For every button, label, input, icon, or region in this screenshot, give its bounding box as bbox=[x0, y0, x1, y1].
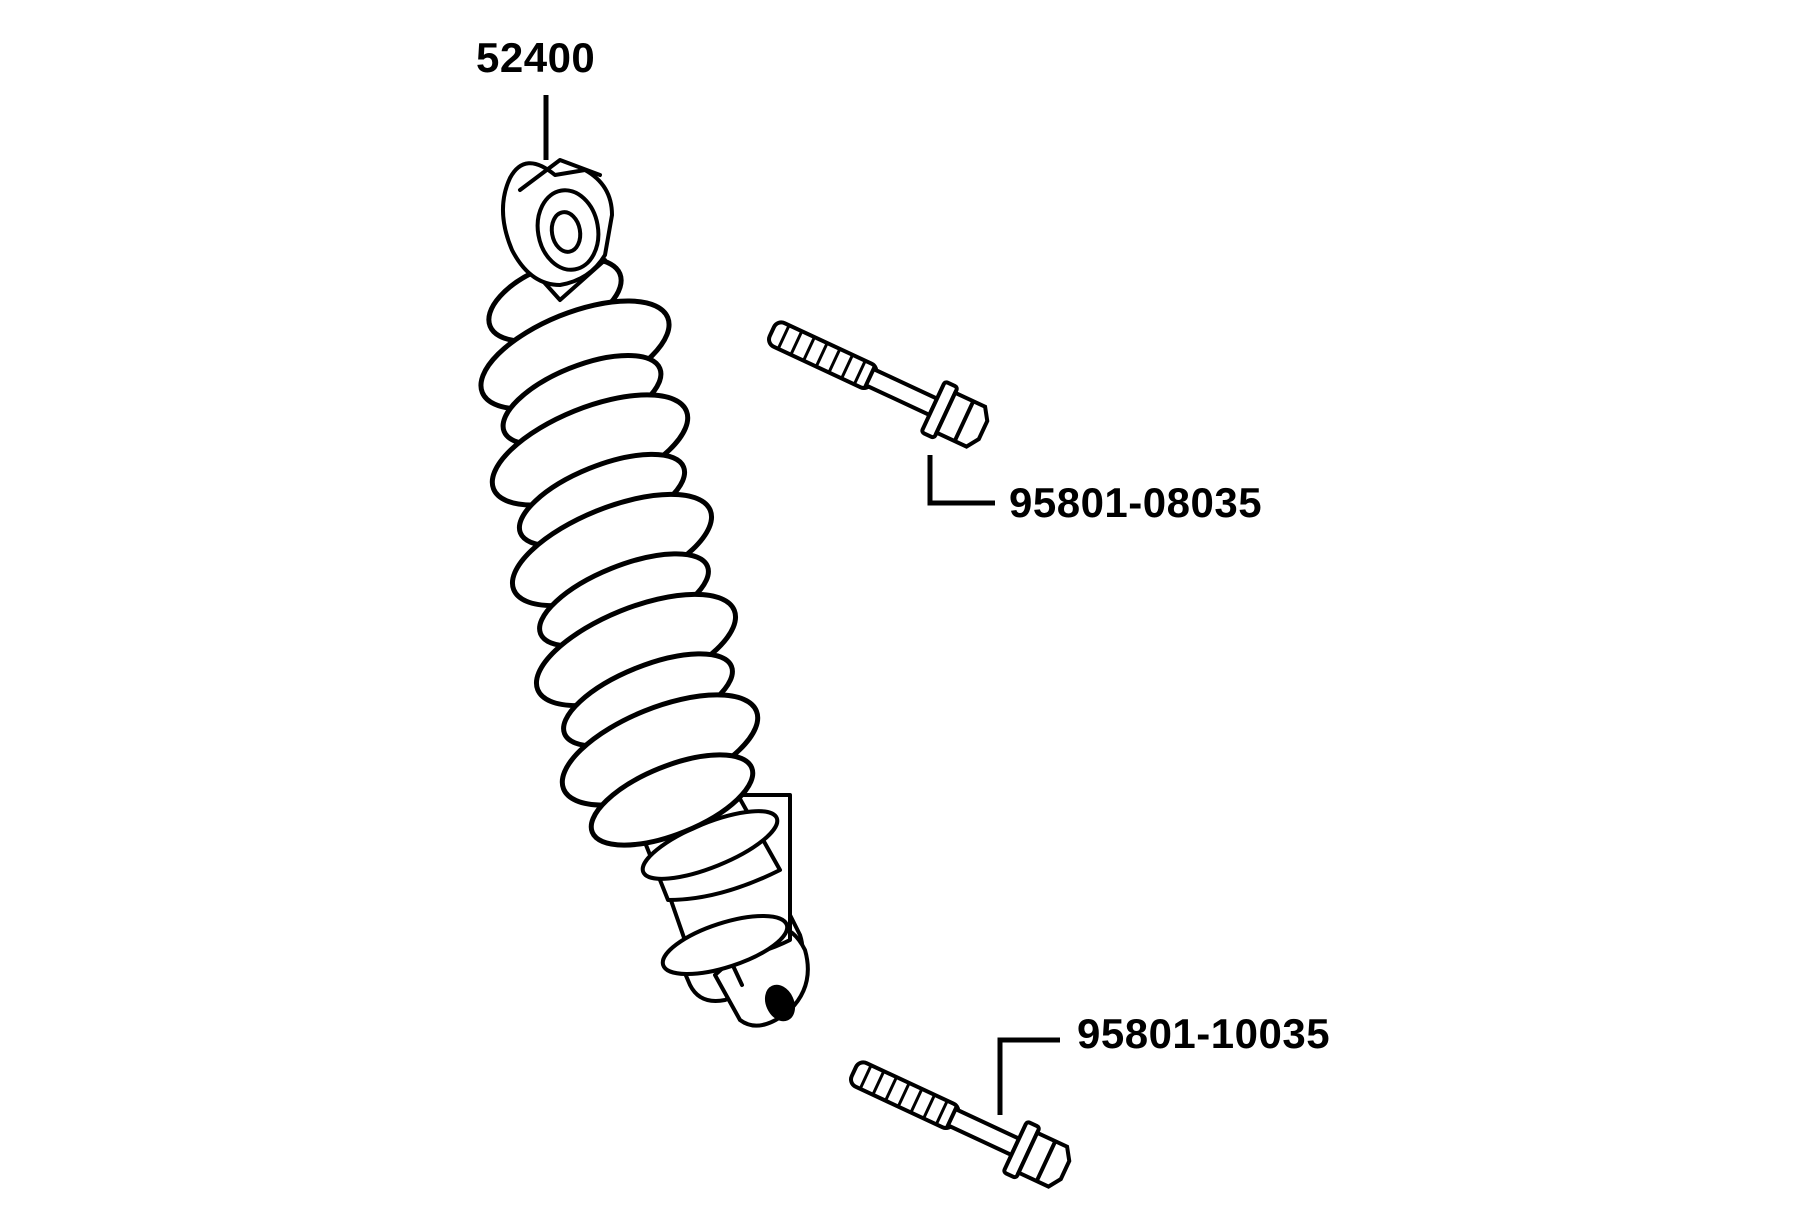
top-eye-mount bbox=[500, 158, 614, 302]
lower-bolt-leader-line bbox=[997, 1037, 1060, 1115]
damper-body bbox=[638, 788, 792, 977]
lower-flange-bolt-icon bbox=[849, 1060, 1072, 1189]
rear-shock-absorber-icon bbox=[478, 158, 810, 1028]
shock-absorber-part-number: 52400 bbox=[476, 34, 596, 81]
lower-bolt-part-number: 95801-10035 bbox=[1077, 1010, 1331, 1057]
upper-bolt-part-number: 95801-08035 bbox=[1009, 479, 1263, 526]
upper-flange-bolt-icon bbox=[767, 320, 990, 449]
coil-spring bbox=[478, 256, 761, 848]
upper-bolt-leader-line bbox=[927, 455, 995, 506]
